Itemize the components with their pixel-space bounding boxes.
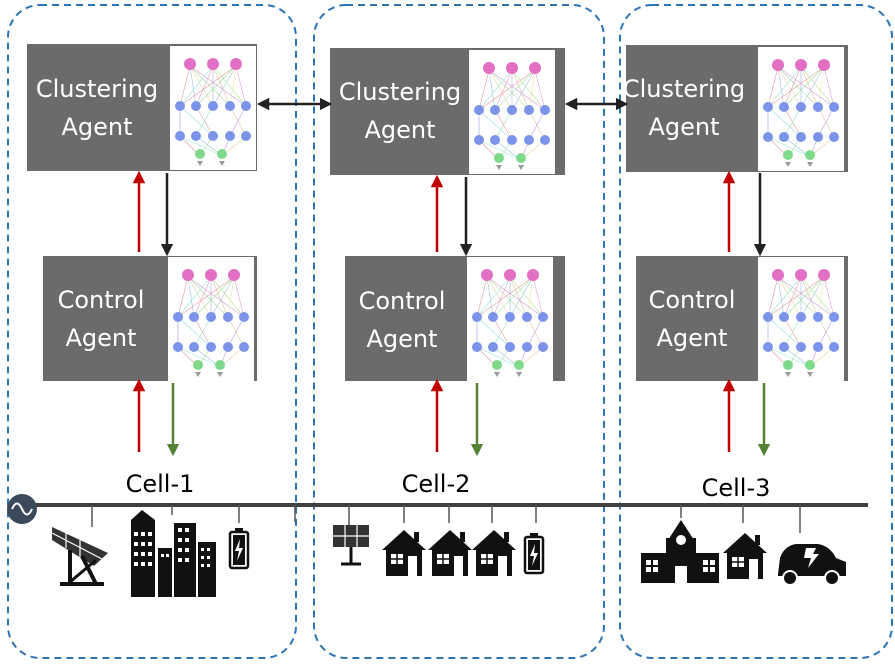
battery-icon	[228, 526, 250, 570]
clustering-agent-label-2: Agent	[364, 116, 435, 144]
battery-icon	[523, 531, 545, 575]
house-icon	[722, 532, 768, 580]
clustering-agent-label-2: Agent	[61, 113, 132, 141]
control-agent-label-2: Agent	[366, 325, 437, 353]
control-agent-label: Control	[359, 287, 446, 315]
clustering-agent-label: Clustering	[36, 75, 158, 103]
control-agent-label: Control	[649, 286, 736, 314]
cell-1-boundary	[7, 4, 297, 659]
control-agent-label-2: Agent	[656, 324, 727, 352]
cell-2: Clustering Agent Control Agent Cell-2	[330, 48, 565, 498]
house-icon	[381, 529, 427, 577]
control-agent-label-2: Agent	[65, 324, 136, 352]
clustering-agent-label: Clustering	[623, 75, 745, 103]
drop-lines	[91, 505, 801, 533]
clustering-agent-label-2: Agent	[648, 113, 719, 141]
cell-label: Cell-1	[126, 470, 195, 498]
control-agent-label: Control	[58, 286, 145, 314]
electric-car-icon	[778, 544, 846, 586]
cell-3: Clustering Agent Control Agent Cell-3	[623, 45, 848, 502]
cell-3-boundary	[619, 4, 893, 659]
cell-label: Cell-3	[702, 474, 771, 502]
cell-label: Cell-2	[402, 470, 471, 498]
house-icon	[427, 529, 473, 577]
house-icon	[471, 529, 517, 577]
cell-2-boundary	[313, 4, 605, 659]
city-buildings-icon	[131, 510, 216, 597]
cell-boundaries	[7, 4, 893, 659]
clustering-agent-label: Clustering	[339, 78, 461, 106]
cell-1: Clustering Agent Control Agent Cell-1	[27, 44, 257, 498]
ac-source-icon	[7, 494, 37, 524]
school-icon	[641, 520, 719, 583]
solar-panel-icon	[51, 527, 108, 586]
solar-panel-icon	[333, 525, 369, 566]
